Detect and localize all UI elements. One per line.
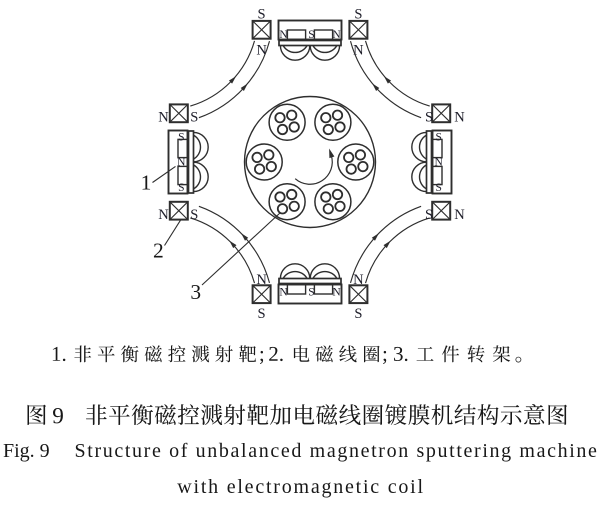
svg-text:2: 2 — [153, 239, 164, 263]
svg-text:N: N — [454, 110, 465, 126]
svg-text:S: S — [308, 29, 314, 41]
svg-text:N: N — [353, 43, 364, 59]
svg-text:S: S — [178, 131, 184, 143]
svg-text:1: 1 — [141, 171, 152, 195]
svg-text:S: S — [190, 207, 198, 223]
svg-text:S: S — [435, 182, 441, 194]
svg-text:N: N — [353, 272, 364, 288]
svg-text:N: N — [256, 272, 267, 288]
svg-text:S: S — [258, 6, 266, 22]
svg-text:S: S — [354, 306, 362, 322]
svg-text:N: N — [256, 43, 267, 59]
svg-text:S: S — [425, 110, 433, 126]
svg-text:S: S — [425, 207, 433, 223]
svg-text:S: S — [354, 6, 362, 22]
svg-text:N: N — [158, 110, 169, 126]
svg-text:3: 3 — [190, 280, 201, 304]
svg-text:N: N — [454, 207, 465, 223]
svg-text:S: S — [435, 131, 441, 143]
svg-text:S: S — [190, 110, 198, 126]
svg-text:S: S — [308, 287, 314, 299]
svg-text:S: S — [178, 182, 184, 194]
svg-text:N: N — [279, 29, 288, 41]
svg-text:N: N — [158, 207, 169, 223]
svg-text:S: S — [258, 306, 266, 322]
svg-text:N: N — [279, 287, 288, 299]
svg-text:N: N — [332, 287, 341, 299]
svg-text:N: N — [177, 157, 186, 169]
svg-text:N: N — [435, 157, 444, 169]
svg-text:N: N — [332, 29, 341, 41]
